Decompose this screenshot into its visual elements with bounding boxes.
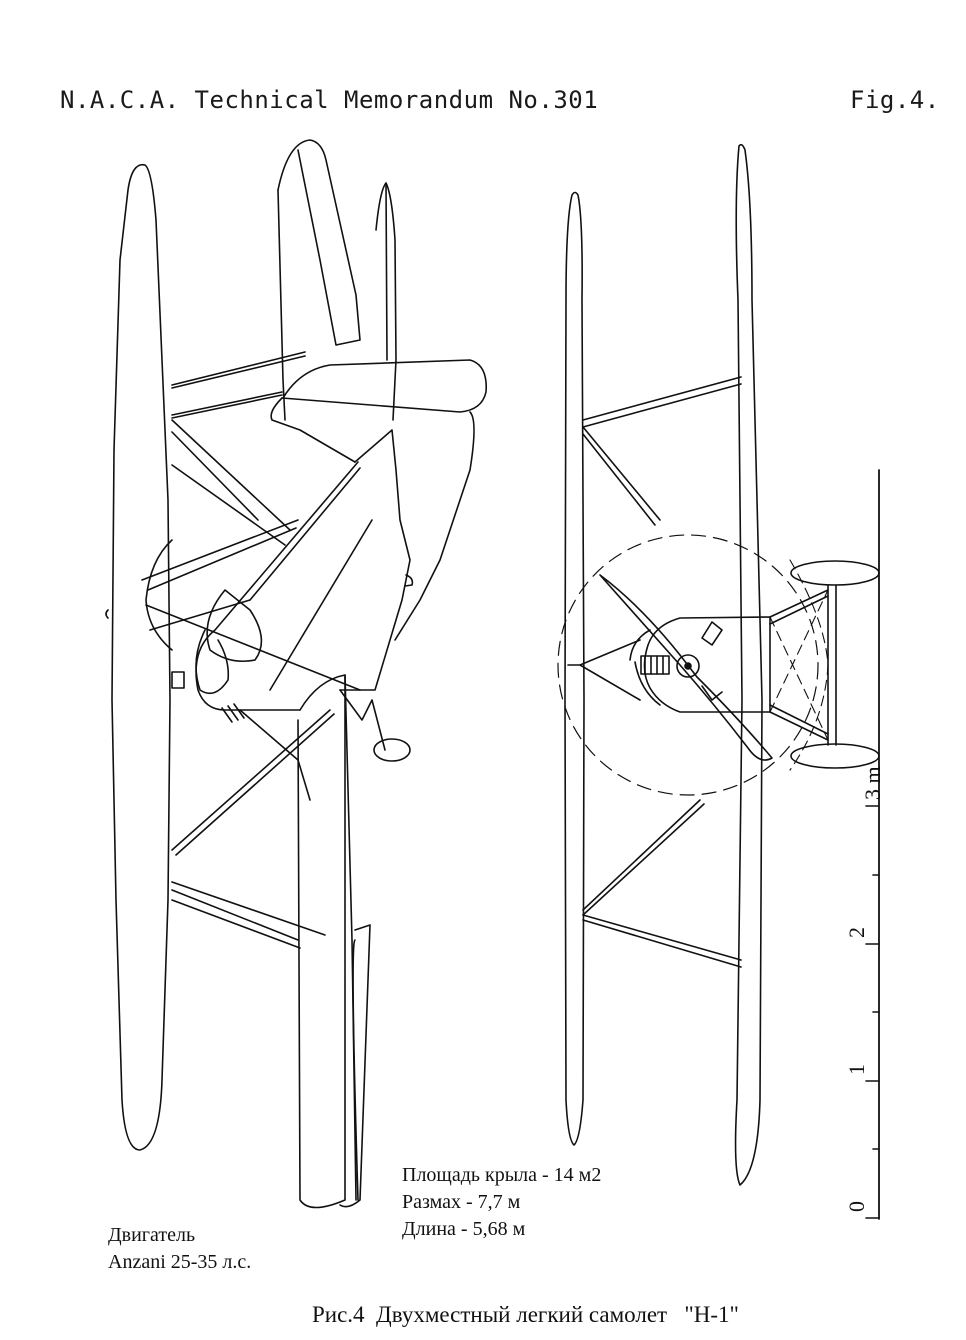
upper-wing-panel xyxy=(277,139,361,346)
figure-number: Fig.4. xyxy=(850,86,940,114)
front-view xyxy=(557,143,880,1186)
propeller-hub xyxy=(676,654,700,678)
aircraft-length: Длина - 5,68 м xyxy=(402,1218,526,1240)
front-lower-wing xyxy=(564,191,585,1146)
engine-info: Двигатель Anzani 25-35 л.с. xyxy=(108,1222,251,1276)
scale-label-3m: 3 m xyxy=(860,766,885,800)
horizontal-stabilizer xyxy=(281,359,487,413)
engine-cylinder xyxy=(640,655,670,675)
lower-wing-left xyxy=(111,163,171,1151)
plan-view xyxy=(105,139,487,1209)
front-upper-wing xyxy=(734,143,763,1186)
tail-wheel xyxy=(373,738,411,762)
scale-label-2: 2 xyxy=(844,927,869,938)
wing-area: Площадь крыла - 14 м2 xyxy=(402,1164,602,1186)
engine-model: Anzani 25-35 л.с. xyxy=(108,1251,252,1273)
memorandum-title: N.A.C.A. Technical Memorandum No.301 xyxy=(60,86,599,114)
engine-label: Двигатель xyxy=(108,1224,196,1246)
figure-caption: Рис.4 Двухместный легкий самолет "Н-1" xyxy=(312,1302,739,1327)
cockpit-front xyxy=(206,589,263,663)
propeller-disc xyxy=(557,534,819,796)
scale-label-0: 0 xyxy=(844,1201,869,1212)
scale-bar: 0 1 2 3 m xyxy=(844,469,885,1220)
wing-span: Размах - 7,7 м xyxy=(402,1191,521,1213)
lower-wing-right xyxy=(297,674,346,1209)
scale-label-1: 1 xyxy=(844,1064,869,1075)
document-header: N.A.C.A. Technical Memorandum No.301 Fig… xyxy=(0,86,966,120)
specifications: Площадь крыла - 14 м2 Размах - 7,7 м Дли… xyxy=(402,1162,601,1243)
engine-cowling xyxy=(643,616,771,713)
fuselage xyxy=(339,429,411,691)
cockpit-rear xyxy=(195,629,230,695)
landing-wheel-top xyxy=(790,560,880,586)
propeller-blade xyxy=(599,574,773,761)
